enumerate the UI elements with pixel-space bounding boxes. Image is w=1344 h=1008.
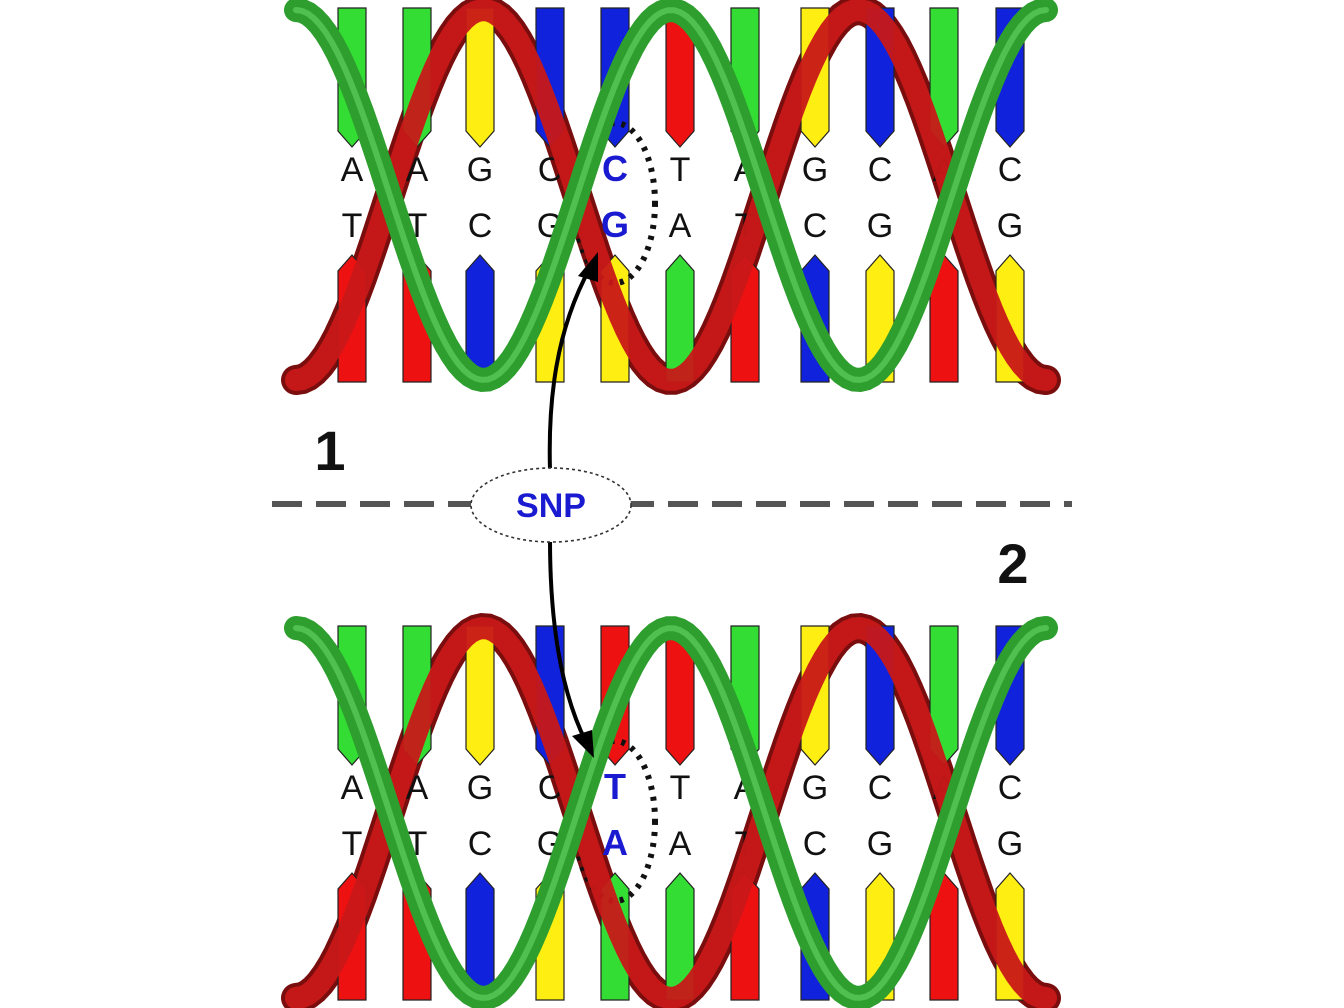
red-strand bbox=[285, 617, 1057, 1008]
base-letter-top: G bbox=[802, 151, 828, 189]
base-letter-bottom: G bbox=[997, 207, 1023, 245]
base-letter-bottom: A bbox=[602, 822, 628, 863]
snp-label-oval bbox=[470, 467, 632, 543]
base-letter-bottom: G bbox=[867, 207, 893, 245]
base-letter-bottom: T bbox=[342, 207, 363, 245]
base-letter-bottom: A bbox=[669, 207, 692, 245]
panel-number-1: 1 bbox=[314, 419, 345, 482]
red-strand bbox=[285, 0, 1057, 391]
snp-arrowhead-up bbox=[578, 252, 598, 282]
green-strand-highlight bbox=[293, 7, 1049, 383]
base-letter-top: C bbox=[998, 769, 1023, 807]
snp-label: SNP bbox=[516, 487, 586, 525]
base-letter-top: A bbox=[341, 151, 364, 189]
panel-number-2: 2 bbox=[997, 532, 1028, 595]
base-letter-top: C bbox=[868, 769, 893, 807]
base-letter-top: C bbox=[868, 151, 893, 189]
base-letter-bottom: G bbox=[867, 825, 893, 863]
base-letter-bottom: T bbox=[342, 825, 363, 863]
base-letter-bottom: C bbox=[803, 825, 828, 863]
base-letter-top: G bbox=[467, 769, 493, 807]
snp-arrow-down bbox=[548, 539, 588, 743]
snp-arrowhead-down bbox=[572, 730, 594, 758]
base-letter-bottom: C bbox=[468, 825, 493, 863]
base-letter-top: T bbox=[604, 766, 626, 807]
base-letter-top: G bbox=[802, 769, 828, 807]
base-letter-top: G bbox=[467, 151, 493, 189]
base-letter-top: T bbox=[670, 769, 691, 807]
base-letter-bottom: C bbox=[468, 207, 493, 245]
green-strand-highlight bbox=[293, 625, 1049, 1001]
base-letter-bottom: G bbox=[997, 825, 1023, 863]
base-letter-bottom: A bbox=[669, 825, 692, 863]
base-letter-top: C bbox=[602, 148, 628, 189]
base-letter-bottom: C bbox=[803, 207, 828, 245]
snp-arrow-up bbox=[547, 267, 592, 471]
base-letter-bottom: G bbox=[601, 204, 629, 245]
base-letter-top: A bbox=[341, 769, 364, 807]
base-letter-top: C bbox=[998, 151, 1023, 189]
snp-highlight-ring bbox=[572, 120, 658, 286]
snp-highlight-ring bbox=[572, 738, 658, 904]
base-letter-top: T bbox=[670, 151, 691, 189]
